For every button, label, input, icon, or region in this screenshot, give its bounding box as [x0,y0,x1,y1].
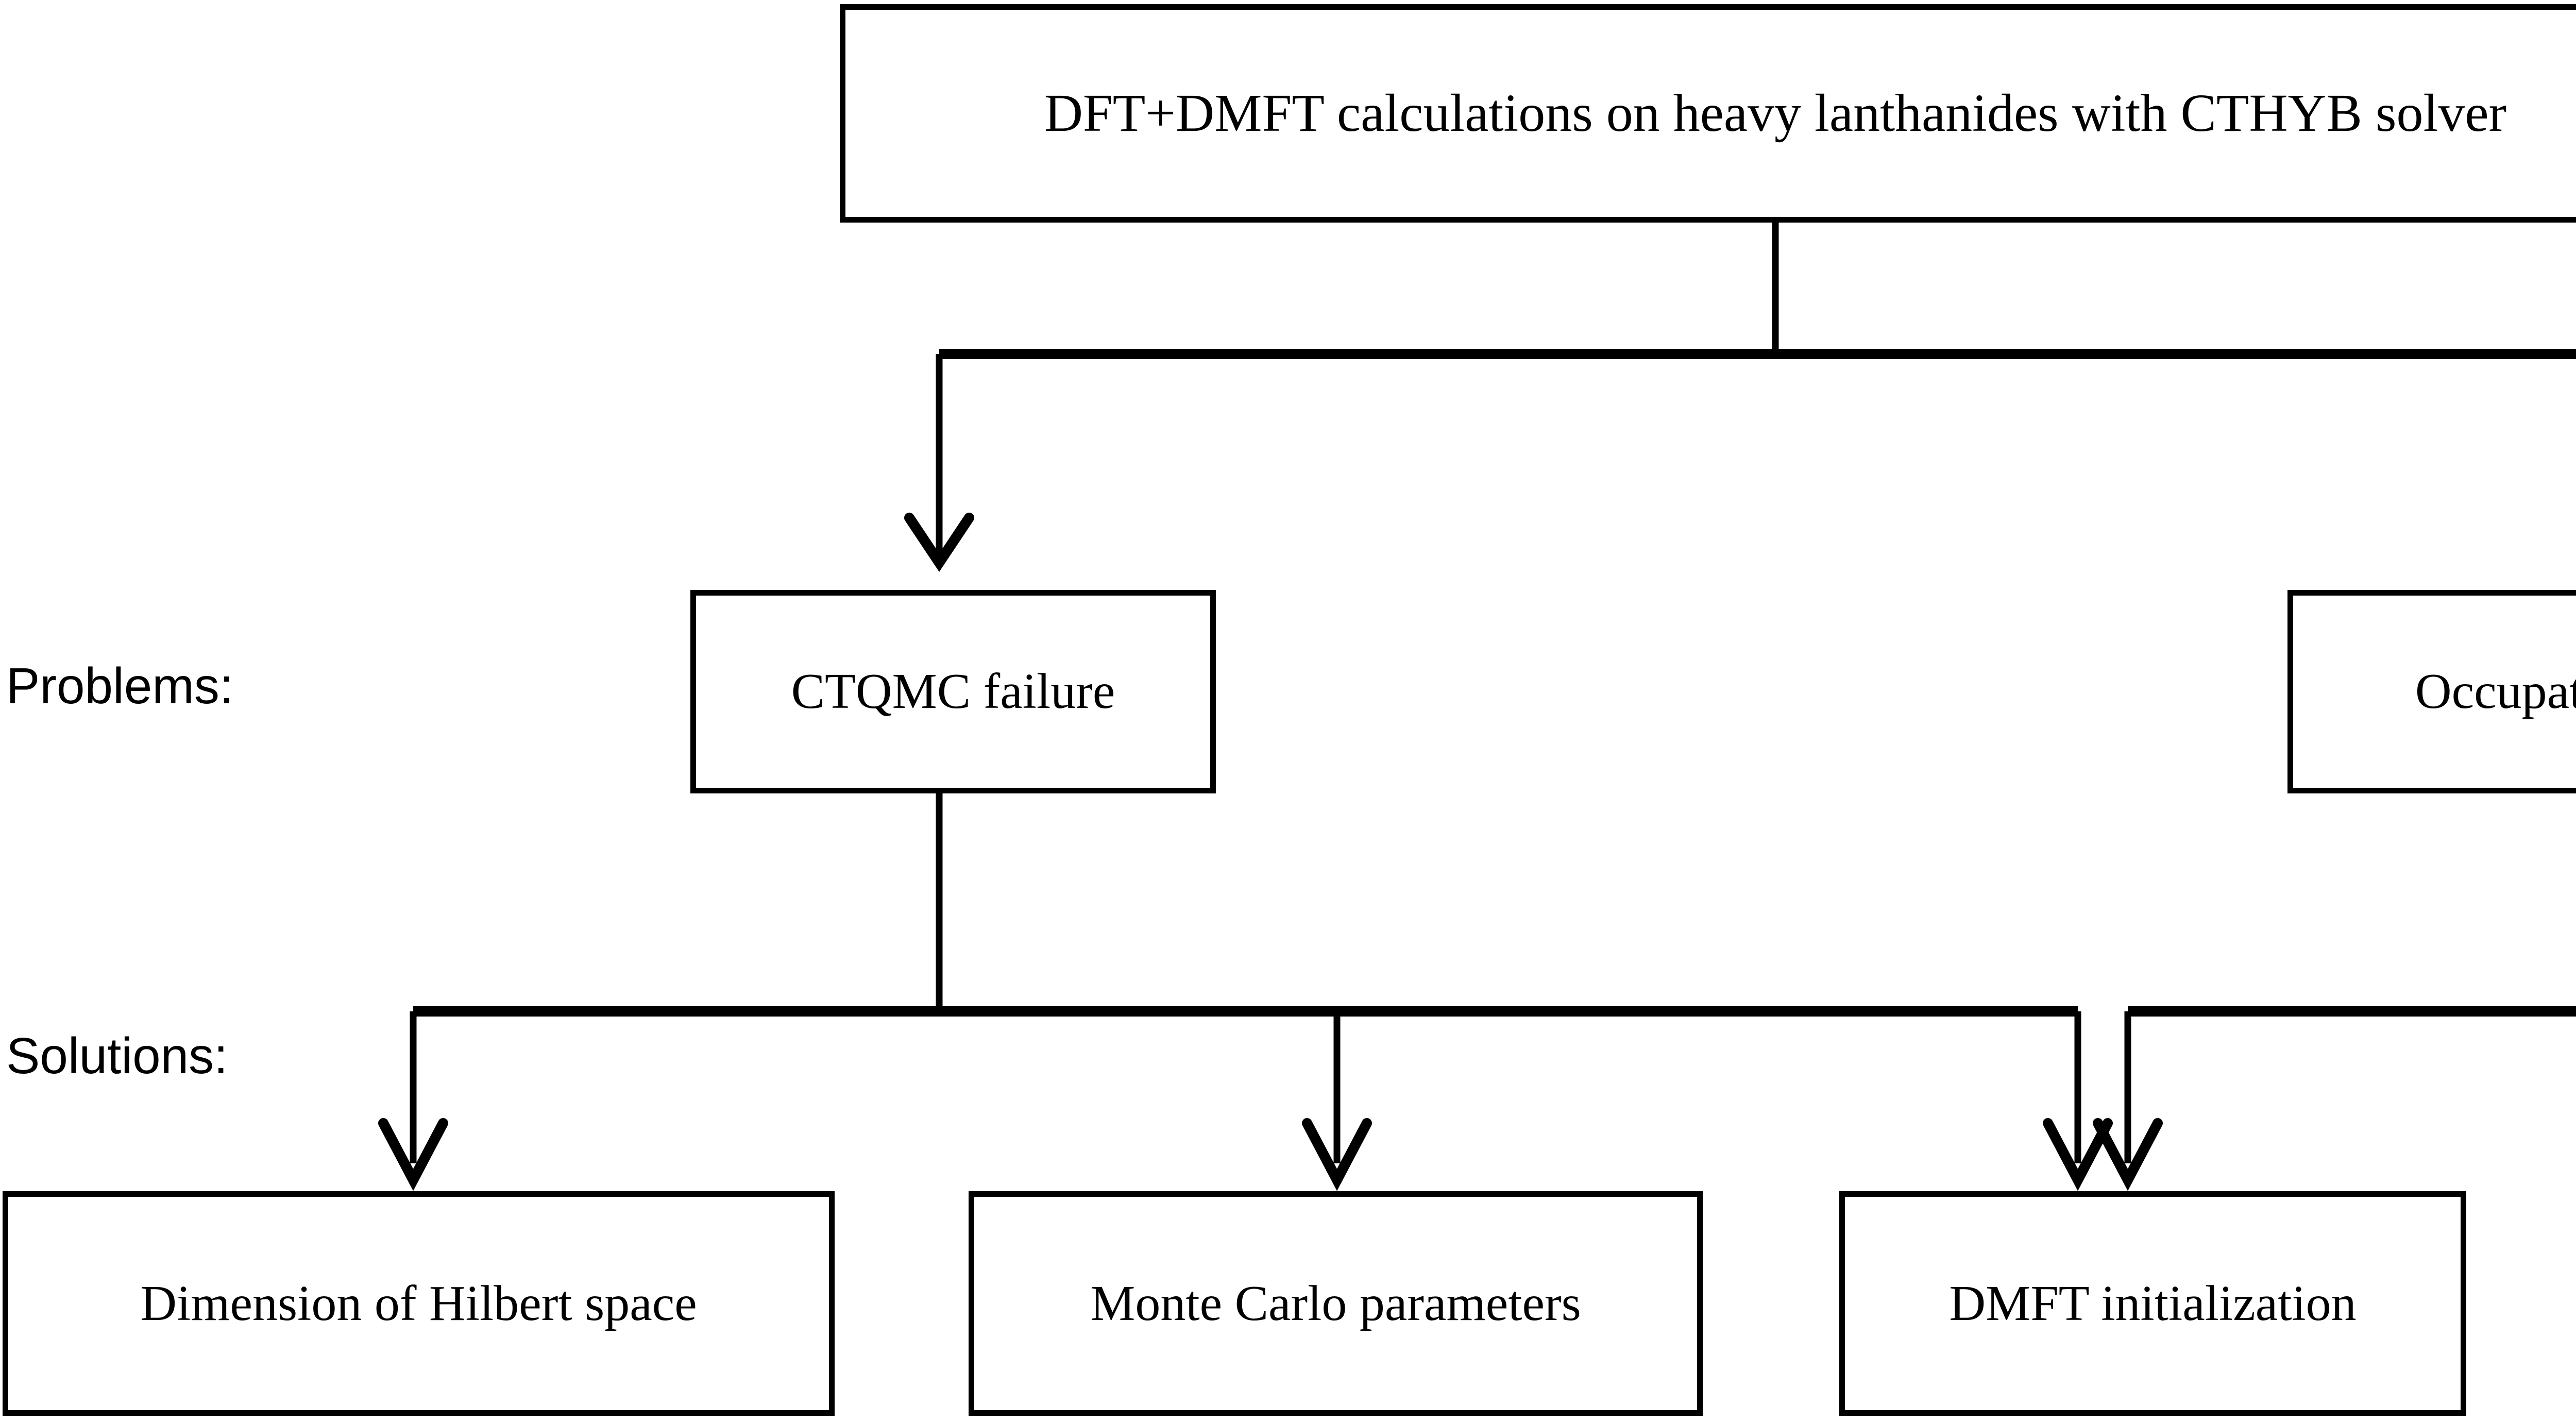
arrowhead-dmft-init-right [2093,1118,2163,1191]
node-dimension-of-hilbert-space[interactable]: Dimension of Hilbert space [3,1191,835,1416]
arrowhead-ctqmc [904,513,974,572]
row-label-solutions: Solutions: [6,1027,228,1084]
node-ctqmc-failure[interactable]: CTQMC failure [690,590,1216,793]
row-label-problems: Problems: [6,657,234,714]
arrowhead-montecarlo [1302,1118,1372,1191]
node-root-label: DFT+DMFT calculations on heavy lanthanid… [1044,83,2507,143]
node-dmft-initialization[interactable]: DMFT initialization [1839,1191,2466,1416]
node-monte-carlo-parameters-label: Monte Carlo parameters [1090,1275,1581,1331]
node-root[interactable]: DFT+DMFT calculations on heavy lanthanid… [840,4,2576,223]
node-dimension-of-hilbert-space-label: Dimension of Hilbert space [140,1275,697,1331]
node-dmft-initialization-label: DMFT initialization [1949,1275,2357,1331]
arrowhead-hilbert [378,1118,448,1191]
node-occupation-divergence-label: Occupation divergence [2415,664,2576,720]
node-ctqmc-failure-label: CTQMC failure [791,664,1115,720]
node-monte-carlo-parameters[interactable]: Monte Carlo parameters [969,1191,1703,1416]
arrowhead-dmft-init-left [2043,1118,2113,1191]
node-occupation-divergence[interactable]: Occupation divergence [2287,590,2576,793]
